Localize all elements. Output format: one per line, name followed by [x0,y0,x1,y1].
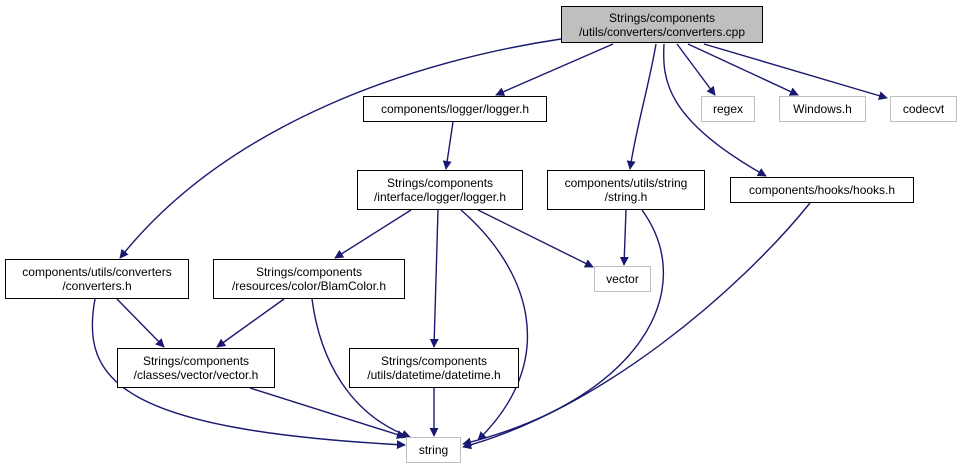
edge-interface-logger-h-to-datetime-h [429,209,439,348]
edge-vector-h-to-string [249,387,406,439]
node-label-line: Strings/components [608,10,716,25]
node-label-line: string [418,443,449,457]
node-hooks-h[interactable]: components/hooks/hooks.h [730,177,914,203]
node-label-line: Strings/components [380,354,488,368]
node-codecvt: codecvt [890,96,957,122]
node-label-line: /string.h [604,190,648,204]
edge-converters-cpp-to-windows-h [687,43,799,96]
edge-interface-logger-h-to-string [460,209,529,441]
edge-converters-cpp-to-converters-h [119,38,562,259]
node-logger-h[interactable]: components/logger/logger.h [363,96,547,122]
node-windows-h: Windows.h [779,96,866,122]
node-label-line: vector [606,272,639,286]
edge-string-h-to-vector [619,209,629,266]
node-converters-cpp: Strings/components /utils/converters/con… [561,6,763,43]
edge-converters-cpp-to-logger-h [495,43,614,96]
edge-converters-h-to-string [91,298,406,450]
node-label-line: /converters.h [62,279,132,293]
node-label-line: /classes/vector/vector.h [133,368,259,382]
edge-interface-logger-h-to-blamcolor-h [334,209,412,259]
node-vector: vector [594,266,651,292]
node-label-line: Strings/components [255,265,363,279]
node-label-line: /utils/datetime/datetime.h [367,368,501,382]
node-label-line: components/hooks/hooks.h [748,183,896,197]
node-label-line: Windows.h [793,102,852,116]
node-label-line: regex [712,102,744,116]
node-label-line: /interface/logger/logger.h [373,190,507,204]
node-label-line: /utils/converters/converters.cpp [578,24,746,39]
node-datetime-h[interactable]: Strings/components /utils/datetime/datet… [349,348,519,388]
node-regex: regex [701,96,755,122]
node-label-line: Strings/components [386,176,494,190]
node-label-line: components/utils/string [564,176,688,190]
edge-string-h-to-string [462,209,665,447]
edge-converters-cpp-to-codecvt [703,43,888,101]
node-label-line: codecvt [902,102,945,116]
node-label-line: /resources/color/BlamColor.h [231,279,387,293]
node-label-line: Strings/components [142,354,250,368]
edge-converters-h-to-vector-h [116,298,165,348]
edge-interface-logger-h-to-vector [477,209,594,268]
edge-converters-cpp-to-regex [676,43,716,96]
edge-blamcolor-h-to-vector-h [216,298,285,348]
node-converters-h[interactable]: components/utils/converters /converters.… [5,259,189,299]
node-vector-h[interactable]: Strings/components /classes/vector/vecto… [117,348,275,388]
edge-blamcolor-h-to-string [311,298,411,439]
edge-logger-h-to-interface-logger-h [442,121,454,170]
node-string-h[interactable]: components/utils/string /string.h [547,170,705,210]
edge-hooks-h-to-string [462,202,811,450]
node-blamcolor-h[interactable]: Strings/components /resources/color/Blam… [213,259,405,299]
node-label-line: components/logger/logger.h [380,102,530,116]
node-interface-logger-h[interactable]: Strings/components /interface/logger/log… [357,170,523,210]
node-string: string [406,437,461,463]
edge-converters-cpp-to-string-h [626,43,657,170]
edge-converters-cpp-to-hooks-h [662,43,767,177]
node-label-line: components/utils/converters [22,265,172,279]
